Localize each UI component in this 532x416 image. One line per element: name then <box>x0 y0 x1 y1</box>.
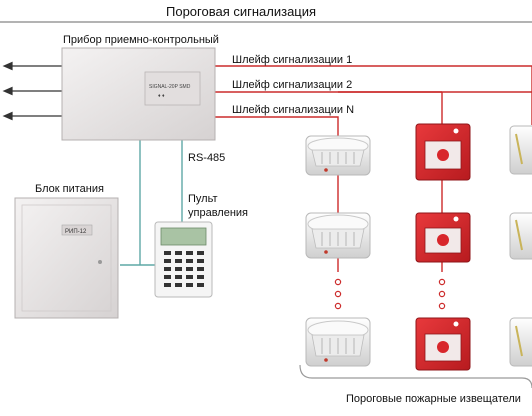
smoke-detector-icon <box>305 317 371 367</box>
manual-call-point-icon <box>415 212 471 263</box>
heat-detector-icon <box>509 125 532 175</box>
loop-n-label: Шлейф сигнализации N <box>232 104 355 116</box>
manual-call-point-icon <box>415 123 471 181</box>
heat-detector-icon <box>509 317 532 367</box>
rs485-line <box>120 140 183 266</box>
loop-2-label: Шлейф сигнализации 2 <box>232 79 353 91</box>
control-panel-device: SIGNAL-20P SMD ♦ ♦ <box>61 47 216 141</box>
panel-label: Прибор приемно-контрольный <box>63 34 219 46</box>
output-arrows <box>2 61 62 121</box>
chain-ellipsis <box>334 278 446 310</box>
manual-call-point-icon <box>415 317 471 371</box>
smoke-detector-icon <box>305 135 371 176</box>
power-supply-device: РИП-12 <box>14 197 119 319</box>
panel-device-subtext: ♦ ♦ <box>158 93 165 99</box>
control-panel-label-line1: Пульт <box>188 193 218 205</box>
signal-loops <box>215 65 532 272</box>
control-panel-label-line2: управления <box>188 207 248 219</box>
power-supply-device-text: РИП-12 <box>65 229 87 235</box>
rs485-label: RS-485 <box>188 152 226 164</box>
loop-1-label: Шлейф сигнализации 1 <box>232 54 353 66</box>
detectors-bracket <box>299 364 532 389</box>
smoke-detector-icon <box>305 212 371 259</box>
keypad-icon <box>154 221 213 298</box>
page-title: Пороговая сигнализация <box>166 4 317 19</box>
heat-detector-icon <box>509 212 532 260</box>
panel-device-text: SIGNAL-20P SMD <box>149 84 191 90</box>
power-supply-label: Блок питания <box>35 183 104 195</box>
detectors-label: Пороговые пожарные извещатели <box>346 393 521 405</box>
